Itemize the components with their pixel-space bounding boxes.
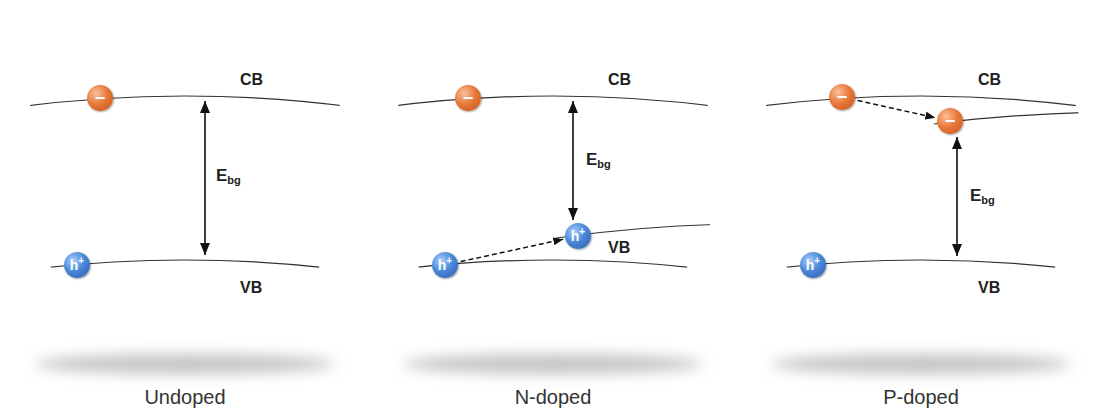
electron-sign: − — [95, 89, 106, 107]
sphere-caption: Undoped — [144, 386, 225, 408]
caption-holder: Undoped — [0, 385, 393, 409]
hole-ball: h+ — [432, 252, 458, 278]
band-gap-label: Ebg — [216, 166, 241, 186]
hole-ball: h+ — [64, 252, 90, 278]
sphere-body — [754, 1, 1088, 335]
band-label: CB — [608, 70, 631, 89]
doping-sphere: Undoped−h+ — [17, 0, 353, 336]
script-part: bg — [227, 174, 240, 186]
sphere-body — [386, 1, 720, 335]
electron-ball: − — [829, 84, 855, 110]
ground-shadow — [771, 354, 1071, 374]
hole-ball: h+ — [800, 252, 826, 278]
transfer-arrow — [858, 100, 936, 117]
caption-holder: N-doped — [345, 385, 761, 409]
electron-sign: − — [837, 88, 848, 106]
hole-sign: h+ — [438, 258, 452, 272]
band-label: VB — [978, 278, 1000, 297]
ground-shadow — [403, 354, 703, 374]
band-gap-arrow — [956, 137, 958, 256]
doping-sphere: N-doped−h+h+ — [385, 0, 721, 336]
band-label: CB — [240, 70, 263, 89]
sphere-shape — [753, 0, 1089, 336]
hole-sign: h+ — [70, 258, 84, 272]
valence-band-line — [378, 260, 728, 272]
band-label: VB — [240, 278, 262, 297]
script-part: bg — [981, 194, 994, 206]
conduction-band-line — [746, 96, 1096, 108]
electron-ball: − — [87, 85, 113, 111]
sphere-shape — [17, 0, 353, 336]
valence-band-line — [746, 260, 1096, 272]
band-label: VB — [608, 238, 630, 257]
conduction-band-line — [378, 96, 728, 108]
transfer-arrow — [461, 239, 564, 261]
hole-sign: h+ — [571, 229, 585, 243]
script-part: + — [446, 255, 452, 266]
sphere-caption: P-doped — [883, 386, 959, 408]
doping-sphere: P-doped−−h+ — [753, 0, 1089, 336]
electron-sign: − — [463, 89, 474, 107]
conduction-band-line — [10, 96, 360, 108]
script-part: + — [579, 226, 585, 237]
script-part: + — [78, 255, 84, 266]
script-part: bg — [597, 158, 610, 170]
electron-ball: − — [455, 85, 481, 111]
band-label: CB — [978, 70, 1001, 89]
script-part: + — [814, 255, 820, 266]
electron-sign: − — [945, 112, 956, 130]
sphere-shape — [385, 0, 721, 336]
band-gap-label: Ebg — [970, 186, 995, 206]
hole-sign: h+ — [806, 258, 820, 272]
sphere-body — [18, 1, 352, 335]
caption-holder: P-doped — [713, 385, 1105, 409]
ground-shadow — [35, 354, 335, 374]
hole-ball: h+ — [565, 223, 591, 249]
sphere-caption: N-doped — [515, 386, 592, 408]
acceptor-level-line — [556, 224, 730, 238]
electron-ball: − — [937, 108, 963, 134]
valence-band-line — [10, 260, 360, 272]
band-gap-arrow — [572, 101, 574, 220]
band-gap-label: Ebg — [586, 150, 611, 170]
band-gap-arrow — [204, 101, 206, 255]
